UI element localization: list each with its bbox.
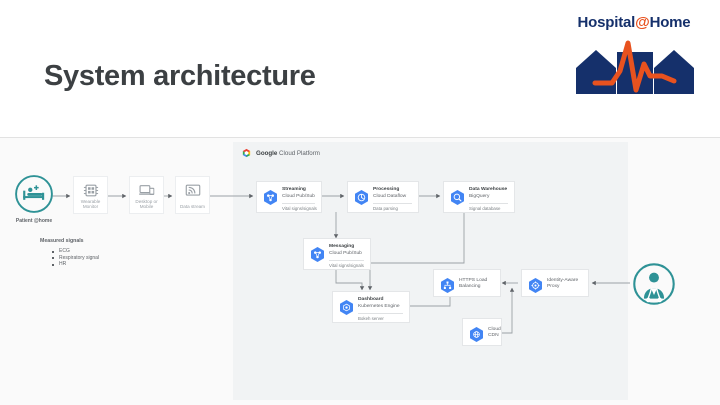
load-balancing-icon [441,278,454,293]
service-card-cloud-cdn[interactable]: Cloud CDN [462,318,502,346]
service-title: Messaging [329,244,355,249]
list-item: HR [52,261,99,268]
service-title: Dashboard [358,297,384,302]
service-note: Vital signs/signals [329,263,364,268]
gcp-panel-header: Google Cloud Platform [241,148,320,159]
header-divider [0,137,720,138]
service-note: Vital signs/signals [282,206,317,211]
cloud-pubsub-icon [311,247,324,262]
service-product: Kubernetes Engine [358,303,400,309]
gcp-brand-rest: Cloud Platform [277,150,320,157]
cloud-dataflow-icon [355,190,368,205]
list-item: ECG [52,248,99,255]
card-divider [358,313,403,314]
logo-text-part1: Hospital [577,14,636,31]
card-divider [373,203,412,204]
identity-aware-proxy-icon [529,278,542,293]
hospital-home-logo: Hospital@Home [556,6,712,102]
service-note: Signal database [469,206,501,211]
patient-label: Patient @home [15,218,53,224]
logo-text-part2: Home [649,14,691,31]
service-note: Bokeh server [358,316,384,321]
service-title: Cloud CDN [488,327,501,339]
device-label: Desktop or Mobile [135,198,158,210]
service-card-streaming[interactable]: Streaming Cloud Pub/Sub Vital signs/sign… [256,181,322,213]
device-label: Wearable Monitor [80,198,101,210]
service-card-identity-aware-proxy[interactable]: Identity-Aware Proxy [521,269,589,297]
page-title: System architecture [44,60,316,92]
list-item: Respiratory signal [52,255,99,262]
cast-stream-icon [185,184,200,196]
service-title: Data Warehouse [469,187,508,192]
service-card-processing[interactable]: Processing Cloud Dataflow Data parsing [347,181,419,213]
service-title: Identity-Aware Proxy [547,278,579,290]
card-divider [469,203,508,204]
laptop-phone-icon [138,185,154,195]
service-card-dashboard[interactable]: Dashboard Kubernetes Engine Bokeh server [332,291,410,323]
kubernetes-engine-icon [340,300,353,315]
device-card-data-stream[interactable]: Data stream [175,176,210,214]
cloud-pubsub-icon [264,190,277,205]
service-product: Cloud Pub/Sub [329,250,362,256]
device-label: Data stream [179,204,206,210]
measured-signals-title: Measured signals [40,238,84,244]
service-card-messaging[interactable]: Messaging Cloud Pub/Sub Vital signs/sign… [303,238,371,270]
card-divider [282,203,315,204]
architecture-diagram: Google Cloud Platform [0,138,720,405]
service-card-data-warehouse[interactable]: Data Warehouse BigQuery Signal database [443,181,515,213]
bigquery-icon [451,190,464,205]
device-card-wearable-monitor[interactable]: Wearable Monitor [73,176,108,214]
measured-signals-list: ECG Respiratory signal HR [52,248,99,268]
gcp-brand-bold: Google [256,150,278,157]
service-title: Streaming [282,187,306,192]
logo-houses-ecg-icon [576,40,694,94]
service-note: Data parsing [373,206,398,211]
service-product: BigQuery [469,193,490,199]
service-product: Cloud Pub/Sub [282,193,315,199]
logo-at-symbol: @ [635,14,650,31]
service-card-https-load-balancing[interactable]: HTTPS Load Balancing [433,269,501,297]
service-title: HTTPS Load Balancing [459,278,488,290]
cloud-cdn-icon [470,327,483,342]
service-title: Processing [373,187,400,192]
logo-wordmark: Hospital@Home [556,14,712,31]
device-card-desktop-or-mobile[interactable]: Desktop or Mobile [129,176,164,214]
chip-icon [83,184,98,197]
card-divider [329,260,364,261]
google-cloud-logo-icon [242,148,251,158]
patient-in-bed-icon [15,175,53,213]
gcp-panel-label: Google Cloud Platform [256,148,320,159]
service-product: Cloud Dataflow [373,193,407,199]
doctor-icon [633,263,675,305]
